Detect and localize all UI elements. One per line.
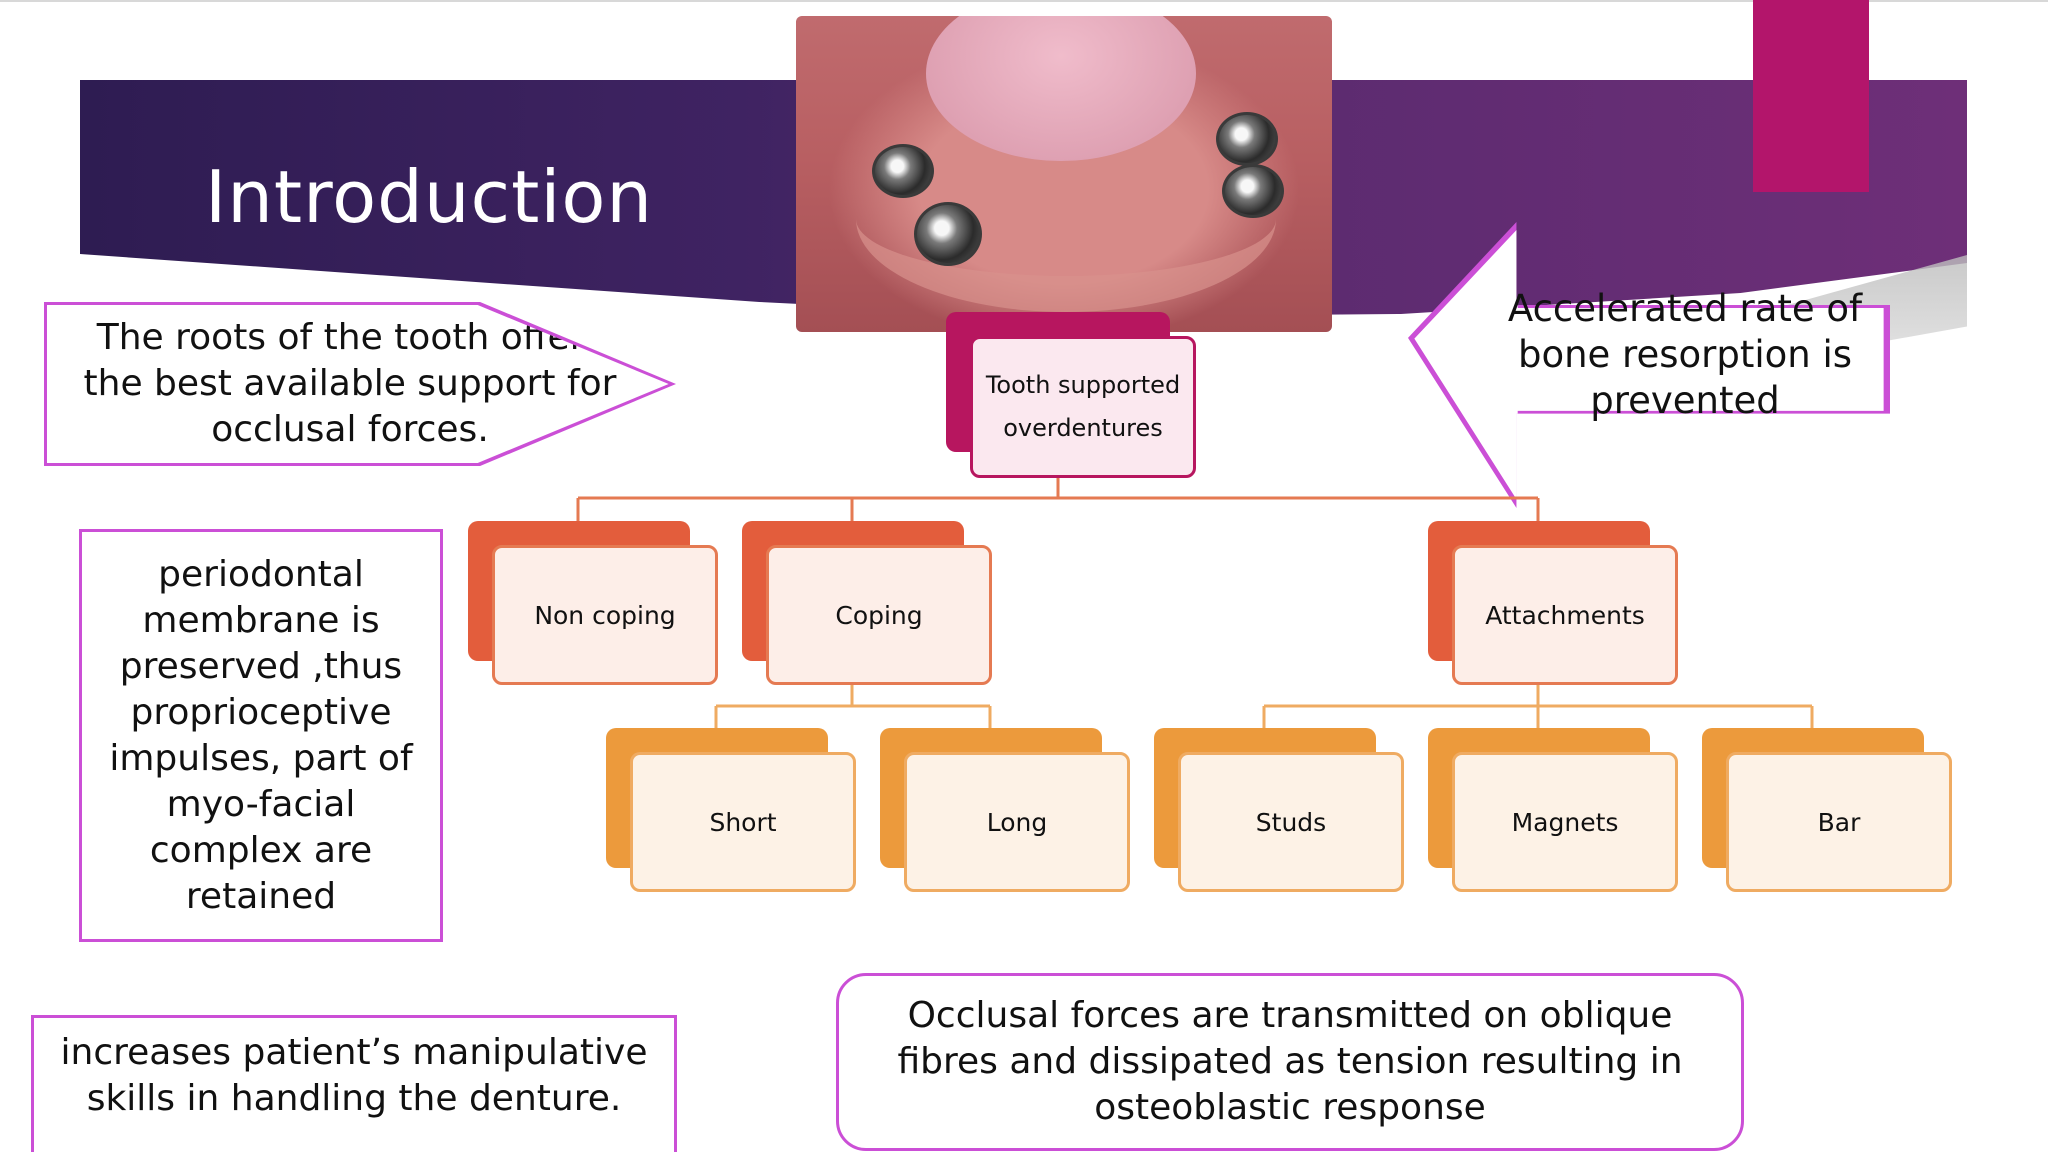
studs-node: Studs <box>1178 752 1404 892</box>
manipulative-text: increases patient’s manipulative skills … <box>60 1032 648 1119</box>
mouth-photo <box>796 16 1332 332</box>
long-label: Long <box>986 807 1048 837</box>
roots-support-text: The roots of the tooth offers the best a… <box>83 317 617 450</box>
manipulative-box: increases patient’s manipulative skills … <box>31 1015 677 1152</box>
implant-abutment-4 <box>1222 164 1284 218</box>
implant-abutment-1 <box>872 144 934 198</box>
periodontal-box: periodontal membrane is preserved ,thus … <box>79 529 443 942</box>
occlusal-forces-text: Occlusal forces are transmitted on obliq… <box>897 995 1683 1128</box>
implant-abutment-3 <box>1216 112 1278 166</box>
attachments-label: Attachments <box>1485 600 1645 630</box>
top-border <box>0 0 2048 2</box>
magnets-label: Magnets <box>1511 807 1619 837</box>
short-label: Short <box>709 807 777 837</box>
bar-node: Bar <box>1726 752 1952 892</box>
root-node-label: Tooth supported overdentures <box>985 371 1181 442</box>
non-coping-node: Non coping <box>492 545 718 685</box>
long-node: Long <box>904 752 1130 892</box>
bone-resorption-text: Accelerated rate of bone resorption is p… <box>1507 287 1863 422</box>
implant-abutment-2 <box>914 202 982 266</box>
magnets-node: Magnets <box>1452 752 1678 892</box>
coping-node: Coping <box>766 545 992 685</box>
attachments-node: Attachments <box>1452 545 1678 685</box>
occlusal-forces-box: Occlusal forces are transmitted on obliq… <box>836 973 1744 1151</box>
non-coping-label: Non coping <box>534 600 676 630</box>
coping-label: Coping <box>835 600 923 630</box>
periodontal-text: periodontal membrane is preserved ,thus … <box>109 553 413 917</box>
accent-bar <box>1753 0 1869 192</box>
short-node: Short <box>630 752 856 892</box>
studs-label: Studs <box>1255 807 1327 837</box>
root-node: Tooth supported overdentures <box>970 336 1196 478</box>
bar-label: Bar <box>1817 807 1861 837</box>
slide-title: Introduction <box>205 155 654 239</box>
